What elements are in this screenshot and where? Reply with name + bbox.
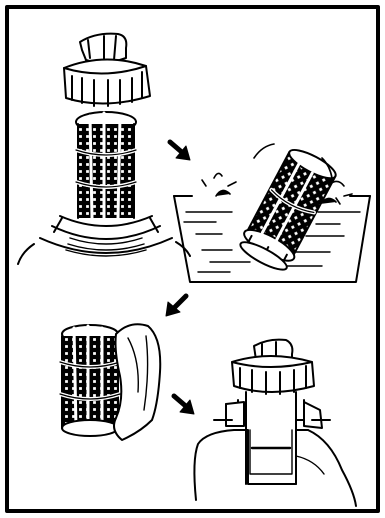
filter-cartridge-icon: [60, 325, 120, 436]
arrow-icon: [170, 142, 190, 160]
filter-cartridge-icon: [236, 144, 341, 275]
filter-cartridge-icon: [76, 112, 136, 220]
filter-housing-icon: [194, 400, 356, 506]
filter-cap-icon: [64, 34, 150, 106]
panel-reinstall-filter: [194, 340, 356, 506]
panel-wash-filter-in-basin: [174, 144, 370, 282]
panel-wipe-filter-with-cloth: [60, 324, 160, 440]
filter-cap-icon: [232, 340, 314, 394]
panel-remove-filter-from-cap: [18, 34, 190, 264]
arrow-icon: [174, 396, 194, 414]
cloth-icon: [114, 324, 160, 440]
diagram-border: [7, 7, 378, 511]
arrow-icon: [166, 296, 186, 316]
filter-mount-icon: [18, 216, 190, 264]
